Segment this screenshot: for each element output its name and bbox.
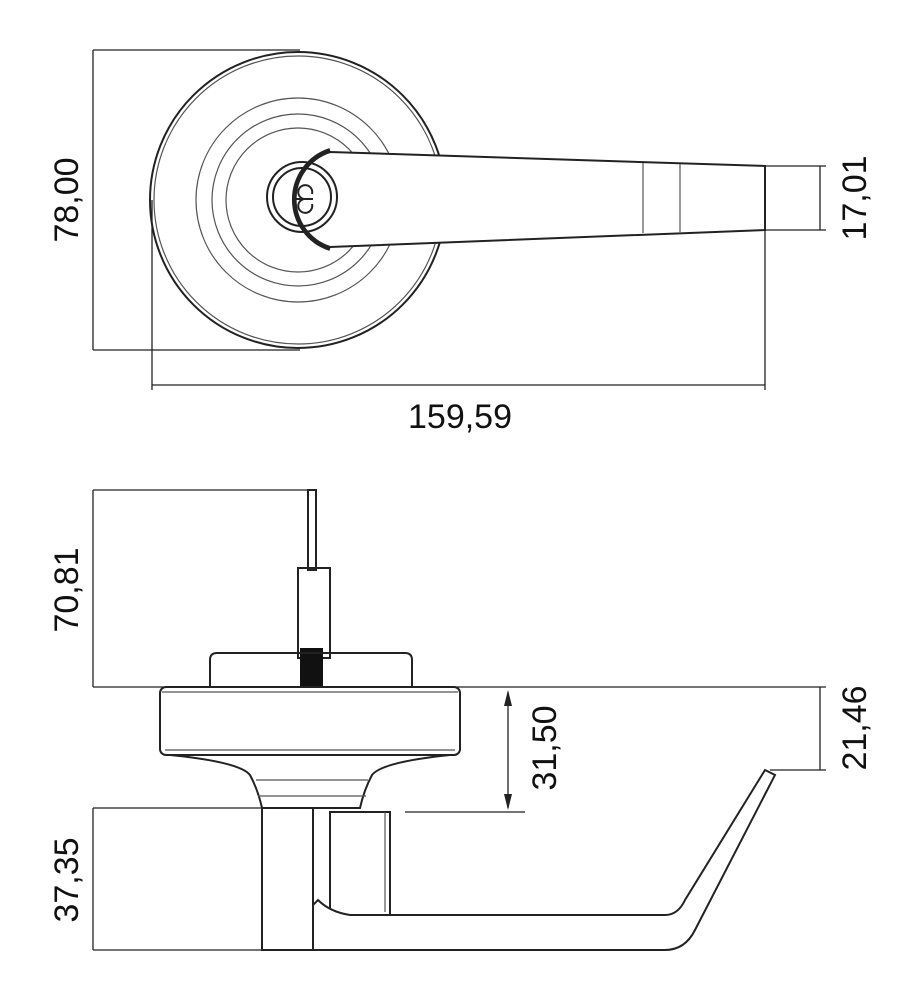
- lever-top-outline: [294, 150, 766, 249]
- key-cylinder-inner: [272, 167, 332, 227]
- key-cylinder-outer: [266, 161, 338, 233]
- dimension-height-label: 78,00: [48, 157, 86, 242]
- spindle-body: [297, 567, 331, 659]
- keyway-icon: [293, 184, 314, 214]
- lever-side-outline: [312, 768, 777, 951]
- dimension-length-label: 159,59: [408, 398, 512, 436]
- lever-hub: [329, 811, 391, 917]
- threaded-spindle: [300, 648, 323, 687]
- dimension-spindle-label: 70,81: [48, 547, 86, 632]
- lever-shank: [261, 807, 314, 951]
- top-view: 78,00 17,01 159,59: [48, 49, 874, 436]
- dimension-rosette-lever-label: 31,50: [526, 705, 564, 790]
- side-view: 70,81 31,50 21,46 37,35: [48, 489, 874, 951]
- dimension-lever-height-label: 37,35: [48, 837, 86, 922]
- dimension-lever-width-label: 17,01: [836, 155, 874, 240]
- rosette-side: [159, 686, 461, 756]
- upper-boss: [209, 652, 413, 687]
- dimension-tip-offset-label: 21,46: [836, 685, 874, 770]
- rosette-neck: [169, 754, 451, 809]
- spindle-tailpiece: [307, 489, 317, 571]
